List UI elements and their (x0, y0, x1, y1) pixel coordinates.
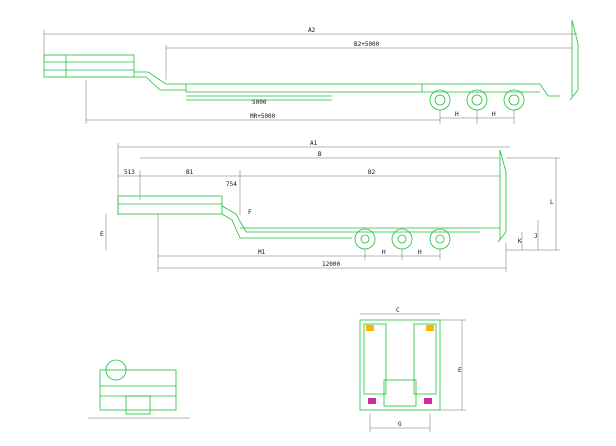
dim-e-rear: E (458, 367, 462, 374)
dim-b1: B1 (186, 169, 194, 176)
dim-b2: B2 (368, 169, 376, 176)
side-view: A1 B 513 B1 754 B2 F L J (100, 140, 560, 272)
dim-12000: 12000 (322, 261, 340, 268)
dim-mr-5000: MR+5000 (250, 113, 276, 120)
dim-h-side-1: H (382, 249, 386, 256)
dim-j: J (534, 233, 538, 240)
dim-c: C (396, 307, 400, 314)
rear-light-right (426, 325, 434, 331)
dim-h-top-2: H (492, 111, 496, 118)
dim-h-top-1: H (455, 111, 459, 118)
dim-b2-5000: B2+5000 (354, 41, 380, 48)
top-view: A2 B2+5000 5000 MR+5000 H H (43, 19, 579, 124)
main-deck (185, 83, 423, 93)
dim-h-side-2: H (418, 249, 422, 256)
dim-513: 513 (124, 169, 135, 176)
dim-b: B (318, 151, 322, 158)
top-axles (429, 89, 525, 111)
dim-a2: A2 (308, 27, 316, 34)
front-view (88, 359, 190, 419)
dim-g: G (398, 421, 402, 428)
dim-deck-5000: 5000 (252, 99, 267, 106)
side-gooseneck (117, 195, 223, 215)
gooseneck (43, 54, 135, 78)
dim-754: 754 (226, 181, 237, 188)
dim-f: F (248, 209, 252, 216)
rear-lamp-right (424, 398, 432, 404)
dim-k: K (518, 238, 522, 245)
rear-light-left (366, 325, 374, 331)
rear-view: C E G (359, 307, 466, 432)
rear-lamp-left (368, 398, 376, 404)
dim-a1: A1 (310, 140, 318, 147)
dim-e-side: E (100, 231, 104, 238)
dim-l: L (550, 199, 554, 206)
dim-m1: M1 (258, 249, 266, 256)
